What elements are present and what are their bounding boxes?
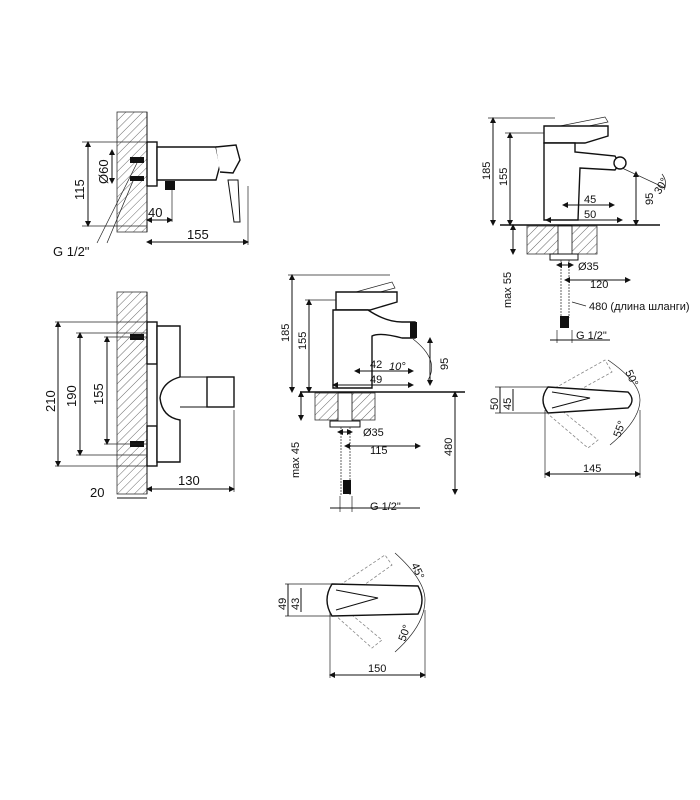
bidet-dim-185: 185 — [481, 162, 493, 180]
bidet-dim-155: 155 — [498, 168, 510, 186]
bidet-body — [543, 142, 619, 221]
bidet-dim-d35: Ø35 — [578, 261, 599, 273]
basin-lever — [335, 291, 398, 311]
bidet-top-body — [542, 386, 633, 414]
basin-top-angle-45: 45° — [408, 561, 426, 581]
mixer-body — [156, 146, 221, 181]
basin-top-dim-150: 150 — [368, 663, 386, 675]
wall-section — [116, 111, 148, 233]
basin-top-body — [326, 583, 423, 617]
basin-top-dim-43: 43 — [290, 598, 302, 610]
basin-dim-185: 185 — [280, 324, 292, 342]
basin-body — [332, 309, 416, 389]
front-body — [156, 325, 181, 463]
bidet-top-angle-50: 50° — [622, 368, 640, 388]
bidet-dim-120: 120 — [590, 279, 608, 291]
lever — [215, 144, 241, 174]
bidet-hose-label: 480 (длина шланги) — [589, 301, 690, 313]
bidet-top-view: 50° 55° 50 45 145 — [489, 359, 641, 478]
dim-20: 20 — [90, 485, 104, 500]
dim-155: 155 — [187, 227, 209, 242]
basin-dim-155: 155 — [297, 332, 309, 350]
basin-dim-d35: Ø35 — [363, 427, 384, 439]
basin-top-angle-50: 50° — [397, 623, 414, 643]
basin-thread-label: G 1/2" — [370, 501, 401, 513]
basin-mixer-side-view: 185 155 42 10° 95 49 Ø35 115 max 45 480 … — [280, 274, 465, 513]
bidet-dim-max55: max 55 — [502, 272, 514, 308]
basin-top-view: 45° 50° 49 43 150 — [277, 552, 426, 678]
basin-dim-115: 115 — [370, 445, 388, 457]
bidet-thread-label: G 1/2" — [576, 330, 607, 342]
basin-dim-95: 95 — [439, 358, 451, 370]
shower-mixer-front-view: 210 190 155 130 20 — [43, 291, 235, 500]
basin-dim-480: 480 — [443, 438, 455, 456]
eccentric-nut — [146, 141, 158, 187]
bidet-top-dim-45: 45 — [502, 398, 514, 410]
bidet-dim-45: 45 — [584, 194, 596, 206]
bidet-top-dim-145: 145 — [583, 463, 601, 475]
bidet-mixer-side-view: 185 155 45 50 95 30° Ø35 120 max 55 480 … — [481, 116, 690, 343]
basin-top-dim-49: 49 — [277, 598, 289, 610]
dim-d60: Ø60 — [96, 159, 111, 184]
bidet-dim-95: 95 — [644, 193, 656, 205]
bidet-aerator — [613, 156, 627, 170]
bidet-top-dim-50: 50 — [489, 398, 501, 410]
dim-190: 190 — [64, 385, 79, 407]
shower-mixer-side-view: 115 Ø60 40 155 G 1/2" — [53, 111, 249, 259]
basin-dim-max45: max 45 — [290, 442, 302, 478]
basin-dim-42: 42 — [370, 359, 382, 371]
bidet-dim-50: 50 — [584, 209, 596, 221]
dim-210: 210 — [43, 390, 58, 412]
thread-label: G 1/2" — [53, 244, 90, 259]
dim-40: 40 — [148, 205, 162, 220]
basin-angle-10: 10° — [389, 361, 406, 373]
dim-155-front: 155 — [91, 383, 106, 405]
bidet-top-angle-55: 55° — [612, 419, 629, 439]
bidet-lever — [543, 125, 609, 144]
wall-section-front — [116, 291, 148, 495]
front-lever — [206, 376, 235, 408]
dim-115: 115 — [72, 179, 87, 200]
dim-130: 130 — [178, 473, 200, 488]
basin-dim-49: 49 — [370, 374, 382, 386]
